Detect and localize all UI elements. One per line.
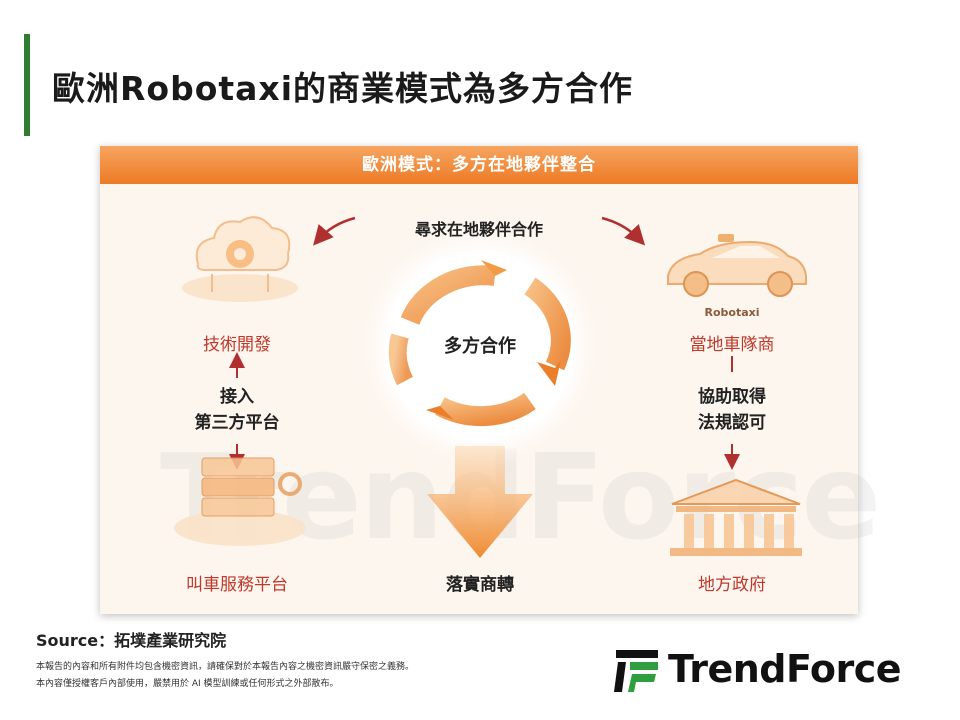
source-note: Source：拓墣產業研究院 <box>36 631 227 650</box>
down-arrow-icon <box>427 446 533 558</box>
left-mid-label: 接入 第三方平台 <box>177 384 297 436</box>
government-building-icon <box>670 478 802 556</box>
trendforce-logo-icon <box>614 650 658 692</box>
disclaimer-line-1: 本報告的內容和所有附件均包含機密資訊，請確保對於本報告內容之機密資訊嚴守保密之義… <box>36 662 415 672</box>
right-mid-label: 協助取得 法規認可 <box>672 384 792 436</box>
left-top-label: 技術開發 <box>203 335 271 355</box>
left-mid-line2: 第三方平台 <box>194 413 280 433</box>
server-stack-icon <box>174 457 306 546</box>
top-right-curved-arrow <box>601 216 646 246</box>
right-top-label: 當地車隊商 <box>689 335 775 355</box>
cloud-gear-icon <box>182 216 298 302</box>
cycle-arrows-icon <box>356 222 604 470</box>
robotaxi-car-icon <box>667 234 807 297</box>
diagram-graphics <box>174 216 807 558</box>
bottom-label: 落實商轉 <box>446 575 514 595</box>
top-label: 尋求在地夥伴合作 <box>414 220 543 239</box>
trendforce-brand: TrendForce <box>668 647 902 691</box>
panel-header: 歐洲模式：多方在地夥伴整合 <box>100 146 858 184</box>
right-mid-line1: 協助取得 <box>698 387 766 407</box>
page-title: 歐洲Robotaxi的商業模式為多方合作 <box>52 69 634 108</box>
disclaimer-line-2: 本內容僅授權客戶內部使用，嚴禁用於 AI 模型訓練或任何形式之外部散布。 <box>36 679 339 689</box>
robotaxi-caption: Robotaxi <box>704 306 760 319</box>
right-bottom-label: 地方政府 <box>698 575 766 595</box>
right-mid-line2: 法規認可 <box>698 413 766 433</box>
center-label: 多方合作 <box>444 336 516 357</box>
diagram-panel: TrendForce 歐洲模式：多方在地夥伴整合 <box>100 146 881 614</box>
title-accent-bar <box>24 34 30 136</box>
left-mid-line1: 接入 <box>220 387 254 407</box>
left-bottom-label: 叫車服務平台 <box>186 575 288 595</box>
top-left-curved-arrow <box>313 216 356 246</box>
